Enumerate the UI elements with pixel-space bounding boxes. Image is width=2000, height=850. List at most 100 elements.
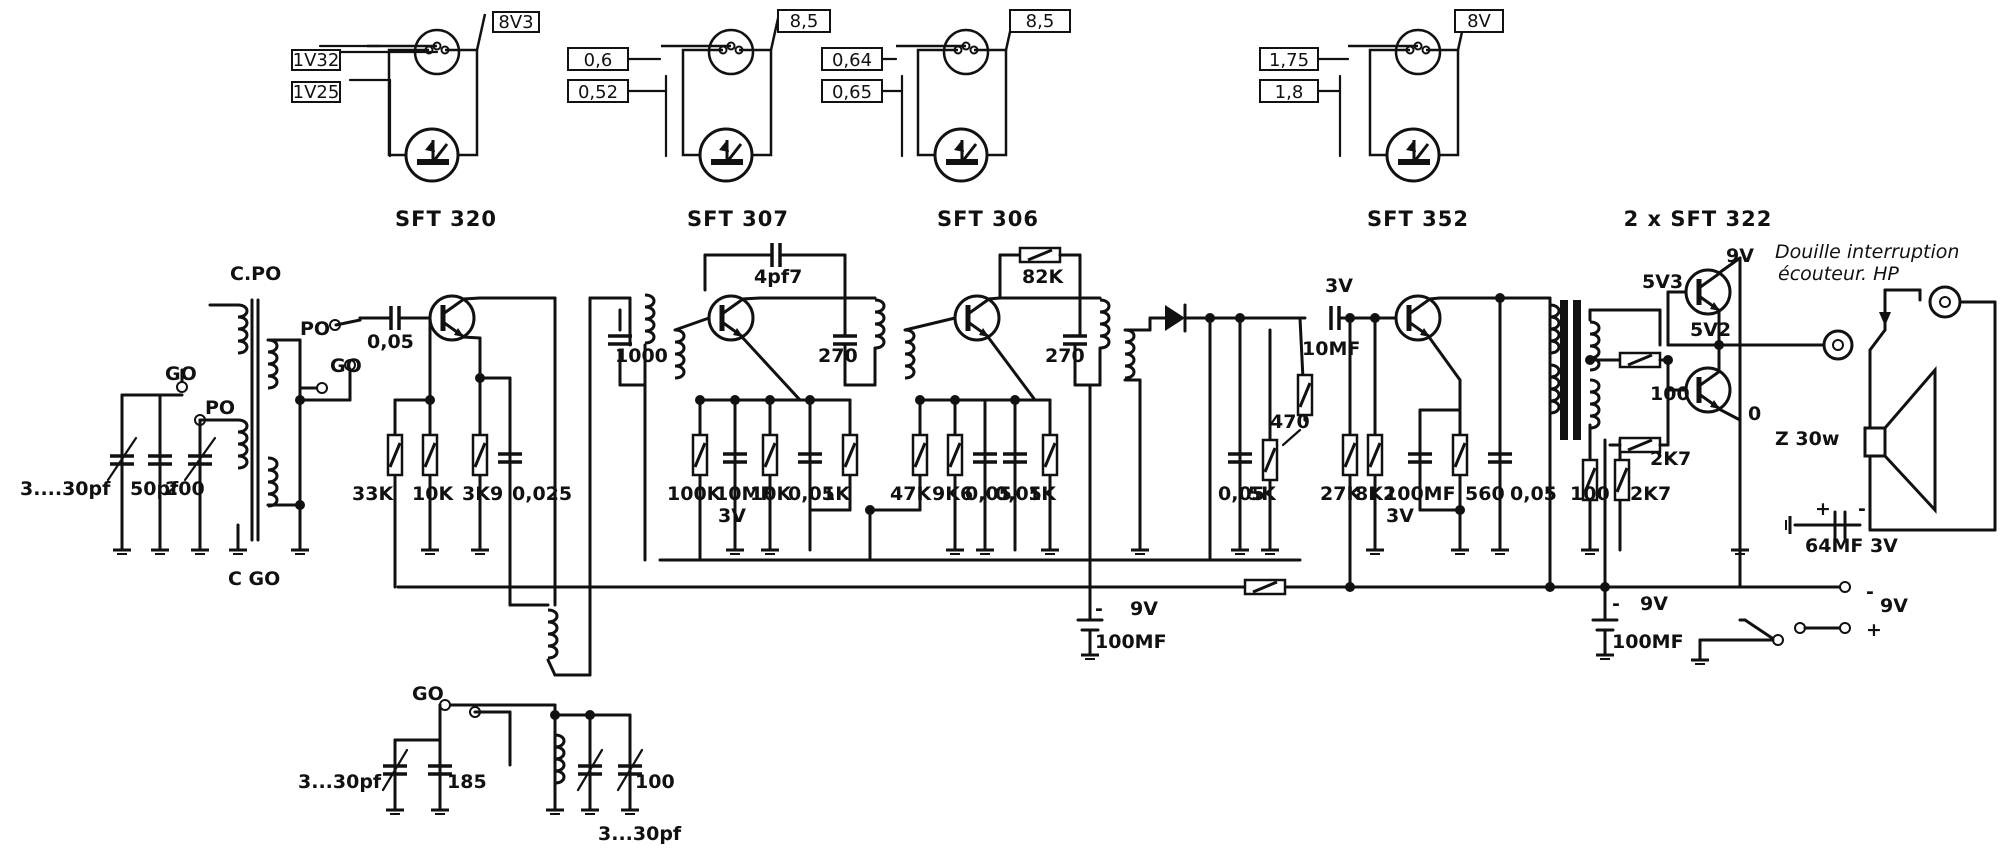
label-v3a: 3V <box>718 505 746 527</box>
label-r10k-a: 10K <box>412 483 454 505</box>
label-minus-c64: - <box>1858 498 1866 520</box>
label-r1k-a: 1K <box>822 483 851 505</box>
label-r9k6: 9K6 <box>932 483 973 505</box>
label-c100mf-1: 100MF <box>1095 631 1167 653</box>
label-supply-9v: 9V <box>1880 595 1908 617</box>
sft352-label: SFT 352 <box>1367 207 1469 231</box>
label-c005a: 0,05 <box>367 331 414 353</box>
label-c50pf: 50pf <box>130 478 179 500</box>
label-zero: 0 <box>1748 403 1761 425</box>
sft320-base-voltage: 1V32 <box>293 50 340 71</box>
label-r100k: 100K <box>667 483 723 505</box>
output-stage: 100 2K7 100 2K7 - 9V 100MF 9V 5V3 5V2 0 <box>1545 245 1842 661</box>
label-r100b: 100 <box>1570 483 1610 505</box>
label-c270b: 270 <box>1045 345 1085 367</box>
sft320-label: SFT 320 <box>395 207 497 231</box>
label-c100mf2: 100MF <box>1384 483 1456 505</box>
label-r470: 470 <box>1270 411 1310 433</box>
label-r8k2: 8K2 <box>1355 483 1396 505</box>
label-po2: PO <box>300 318 330 340</box>
label-c005e: 0,05 <box>1218 483 1265 505</box>
label-go2: GO <box>330 355 362 377</box>
label-cgo: C GO <box>228 568 280 590</box>
label-r1k-b: 1K <box>1028 483 1057 505</box>
pinout-sft352: 1,75 1,8 8V SFT 352 <box>1259 9 1504 231</box>
label-c10mf: 10MF <box>715 483 773 505</box>
label-c0025: 0,025 <box>512 483 572 505</box>
label-trimmer-3: 3...30pf <box>598 823 682 845</box>
supply-capacitor-1: - 9V 100MF <box>1076 585 1167 661</box>
input-tuning-stage <box>106 298 392 556</box>
label-v9-2: 9V <box>1640 593 1668 615</box>
sft352-emitter-voltage: 1,8 <box>1275 82 1304 103</box>
label-go3: GO <box>412 683 444 705</box>
label-po1: PO <box>205 397 235 419</box>
label-c005c: 0,05 <box>965 483 1012 505</box>
label-supply-minus: - <box>1866 581 1874 603</box>
label-c1000: 1000 <box>615 345 668 367</box>
label-r10k-b: 10K <box>750 483 792 505</box>
label-c005d: 0,05 <box>995 483 1042 505</box>
label-minus-1: - <box>1095 598 1103 620</box>
sft306-label: SFT 306 <box>937 207 1039 231</box>
label-r27k: 27K <box>1320 483 1362 505</box>
sft352-base-voltage: 1,75 <box>1269 50 1309 71</box>
label-c005b: 0,05 <box>788 483 835 505</box>
label-z30: Z 30w <box>1775 428 1839 450</box>
label-c100: 100 <box>635 771 675 793</box>
sft352-collector-voltage: 8V <box>1467 11 1491 32</box>
pinout-sft307: 0,6 0,52 8,5 SFT 307 <box>567 9 831 231</box>
label-v9-top: 9V <box>1726 245 1754 267</box>
sft307-label: SFT 307 <box>687 207 789 231</box>
sft307-emitter-voltage: 0,52 <box>578 82 618 103</box>
detector-stage: 0,05 5K 470 <box>1123 303 1314 562</box>
label-r560: 560 <box>1465 483 1505 505</box>
sft320-collector-voltage: 8V3 <box>498 12 533 33</box>
label-r100a: 100 <box>1650 383 1690 405</box>
label-c100mf-3: 100MF <box>1612 631 1684 653</box>
label-supply-plus: + <box>1866 619 1882 641</box>
oscillator-tuning: GO 3...30pf 185 100 3...30pf <box>298 683 682 845</box>
label-minus-2: - <box>1612 593 1620 615</box>
label-r2k7b: 2K7 <box>1630 483 1671 505</box>
label-r33k: 33K <box>352 483 394 505</box>
stage-sft306: 82K 270 47K 9K6 0,05 0,05 1K <box>868 246 1136 622</box>
label-5v2: 5V2 <box>1690 319 1731 341</box>
sft322-pair-label: 2 x SFT 322 <box>1624 207 1773 231</box>
power-supply-input: - + 9V <box>1689 581 1908 666</box>
label-c10mf2: 10MF <box>1302 338 1360 360</box>
label-trimmer-2: 3...30pf <box>298 771 382 793</box>
label-douille: Douille interruption <box>1775 241 1959 263</box>
label-r82k: 82K <box>1022 266 1064 288</box>
sft306-base-voltage: 0,64 <box>832 50 872 71</box>
label-v3b: 3V <box>1325 275 1353 297</box>
label-cpo: C.PO <box>230 263 281 285</box>
label-r5k: 5K <box>1248 483 1277 505</box>
sft306-emitter-voltage: 0,65 <box>832 82 872 103</box>
sft306-collector-voltage: 8,5 <box>1026 11 1055 32</box>
label-5v3: 5V3 <box>1642 271 1683 293</box>
label-c185: 185 <box>447 771 487 793</box>
label-v3c: 3V <box>1386 505 1414 527</box>
pinout-sft306: 0,64 0,65 8,5 SFT 306 <box>821 9 1071 231</box>
label-plus-c64: + <box>1815 498 1831 520</box>
label-c200: 200 <box>165 478 205 500</box>
label-r2k7a: 2K7 <box>1650 448 1691 470</box>
stage-sft352: 3V 10MF 27K 8K2 100MF 3V 560 0,05 <box>1302 275 1557 592</box>
sft320-emitter-voltage: 1V25 <box>293 82 340 103</box>
negative-rail <box>396 558 1842 589</box>
label-r3k9: 3K9 <box>462 483 503 505</box>
stage-sft307: 1000 4pf7 270 100K 10MF 3V 10K 0,05 1K <box>588 241 916 562</box>
label-c4pf7: 4pf7 <box>754 266 802 288</box>
speaker-section: 64MF 3V + - Z 30w Douille interruption é… <box>1775 241 1997 557</box>
sft307-base-voltage: 0,6 <box>584 50 613 71</box>
input-stage-labels: C.PO C GO GO PO PO GO 3....30pf 50pf 200 <box>20 263 362 590</box>
label-trimmer-1: 3....30pf <box>20 478 111 500</box>
label-ecouteur: écouteur. HP <box>1778 263 1899 285</box>
label-v9-1: 9V <box>1130 598 1158 620</box>
label-c64mf: 64MF 3V <box>1805 535 1898 557</box>
label-r47k: 47K <box>890 483 932 505</box>
label-c005f: 0,05 <box>1510 483 1557 505</box>
label-go1: GO <box>165 363 197 385</box>
